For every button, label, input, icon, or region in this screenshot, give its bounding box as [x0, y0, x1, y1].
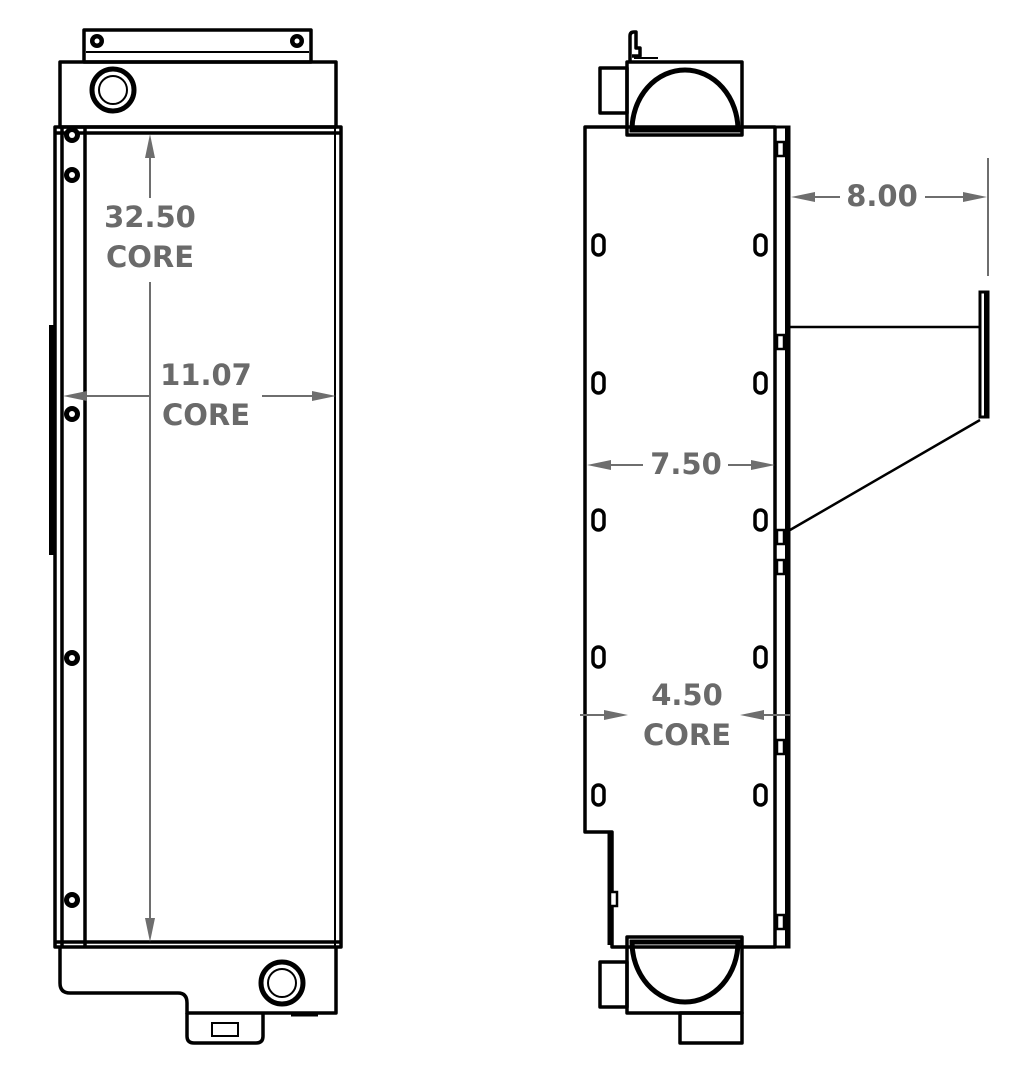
outlet-port — [258, 959, 306, 1007]
dimension-value: 8.00 — [846, 179, 918, 213]
mounting-arm — [789, 325, 981, 532]
top-tank-side — [625, 60, 744, 137]
dimension-bracket-offset: 8.00 — [791, 158, 989, 276]
dimension-core-height: 32.50 CORE — [104, 134, 196, 942]
dimension-label: CORE — [106, 240, 194, 274]
mounting-slots — [591, 233, 768, 807]
core — [53, 125, 343, 949]
front-view: 32.50 CORE 11.07 CORE — [49, 28, 343, 1045]
dimension-core-width: 11.07 CORE — [63, 358, 336, 432]
side-bolts — [64, 127, 80, 908]
dimension-core-depth: 4.50 CORE — [580, 678, 790, 752]
hook — [628, 30, 642, 62]
side-view: 8.00 7.50 4.50 CORE — [580, 30, 990, 1045]
dimension-overall-depth: 7.50 — [587, 447, 775, 481]
inlet-port — [89, 66, 137, 114]
bottom-tab — [185, 1013, 265, 1045]
dimension-value: 11.07 — [160, 358, 252, 392]
dimension-value: 32.50 — [104, 200, 196, 234]
dimension-value: 4.50 — [651, 678, 723, 712]
bottom-tank — [58, 947, 338, 1015]
side-bar — [49, 325, 54, 555]
dimension-label: CORE — [162, 398, 250, 432]
dimension-value: 7.50 — [650, 447, 722, 481]
core-side — [583, 125, 777, 949]
top-fitting — [598, 66, 629, 115]
bottom-fitting — [598, 960, 629, 1009]
top-mounting-bracket — [82, 28, 313, 64]
dimension-label: CORE — [643, 718, 731, 752]
